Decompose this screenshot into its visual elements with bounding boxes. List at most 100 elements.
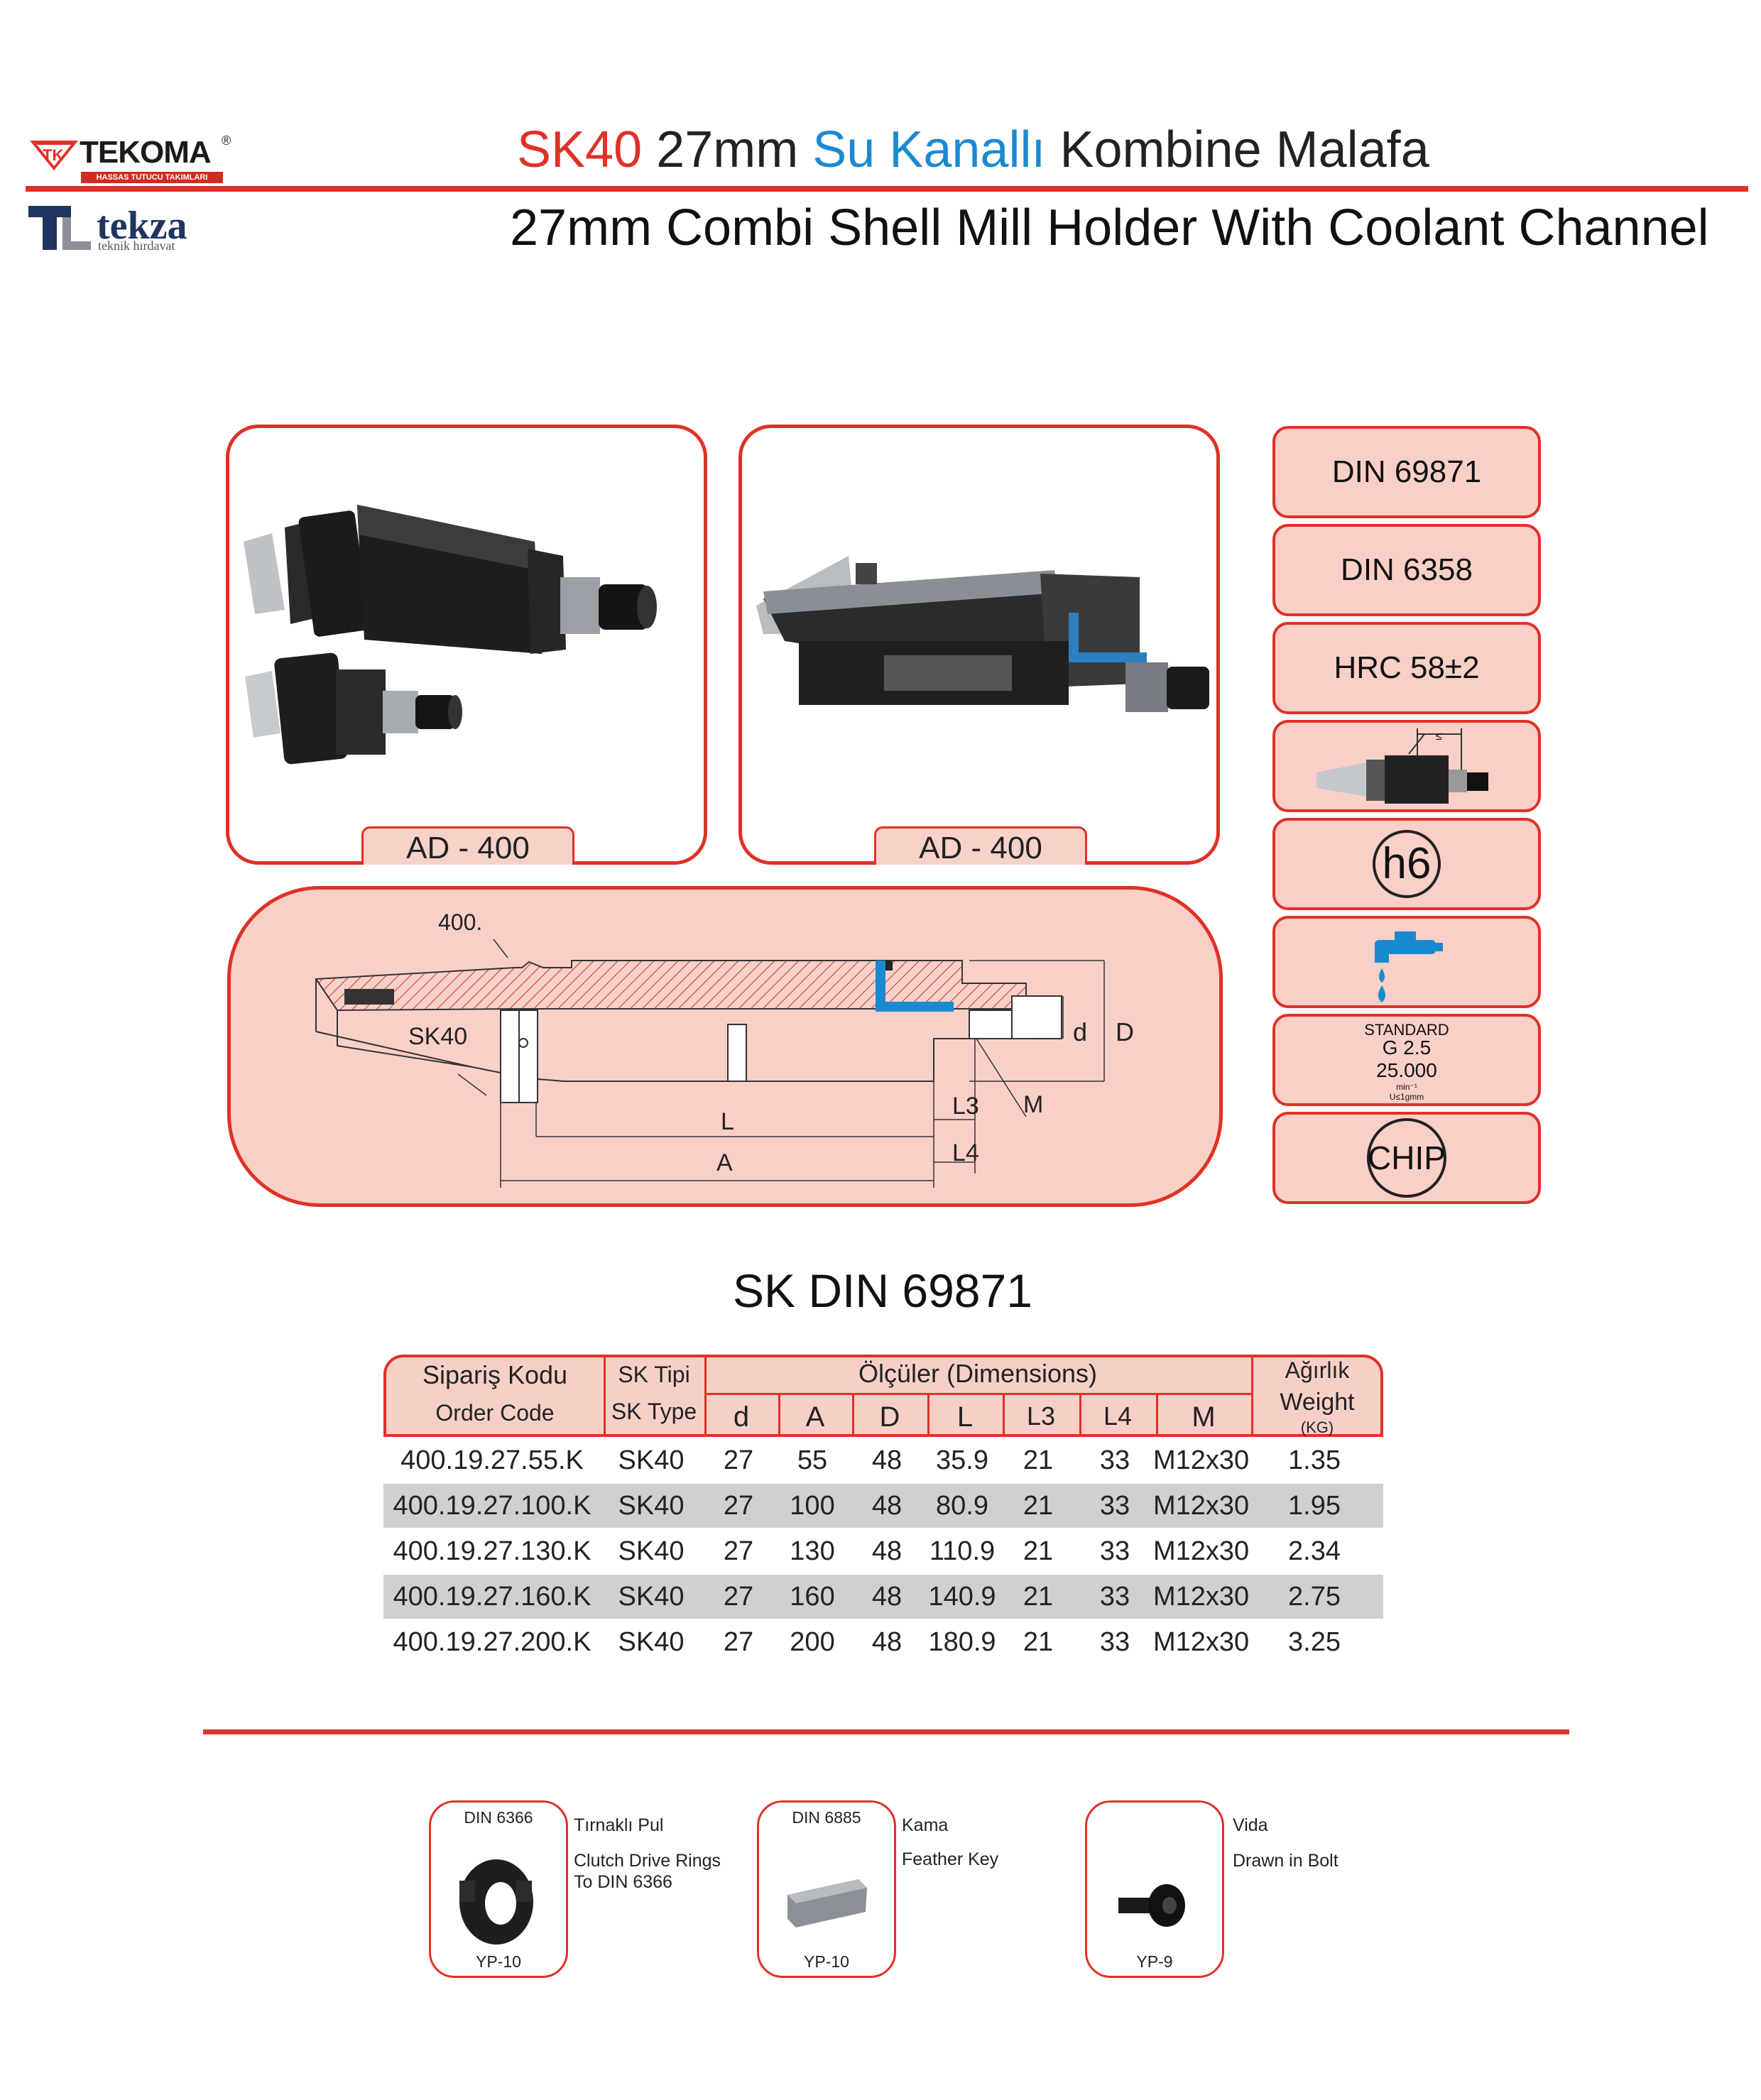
- cell-type: SK40: [618, 1445, 685, 1475]
- chip-circle-icon: [1367, 1118, 1446, 1198]
- title-turkish: SK40 27mm Su Kanallı Kombine Malafa: [517, 121, 1429, 179]
- cell-l4: 33: [1099, 1491, 1130, 1521]
- divider: [604, 1357, 606, 1437]
- tekoma-logo: TK TEKOMA ® HASSAS TUTUCU TAKIMLARI: [28, 133, 241, 183]
- title-kombine-malafa: Kombine Malafa: [1059, 121, 1429, 178]
- svg-text:TK: TK: [43, 146, 63, 164]
- header-weight-en: Weight: [1280, 1389, 1355, 1416]
- cell-kg: 1.95: [1288, 1491, 1341, 1521]
- photo-panel-right: AD - 400: [738, 425, 1220, 865]
- balance-ust: U≤1gmm: [1389, 1092, 1424, 1102]
- cell-code: 400.19.27.55.K: [400, 1445, 584, 1475]
- cell-l: 35.9: [936, 1445, 988, 1475]
- header-order-en: Order Code: [435, 1400, 555, 1426]
- drawing-label-M: M: [1023, 1091, 1044, 1118]
- tekza-mark-icon: [28, 206, 91, 250]
- header-weight-tr: Ağırlık: [1285, 1357, 1350, 1383]
- cell-code: 400.19.27.100.K: [393, 1491, 591, 1521]
- shell-mill-holder-photo: [244, 505, 657, 765]
- divider: [852, 1393, 854, 1437]
- cell-l3: 21: [1023, 1445, 1054, 1475]
- header-weight-unit: (KG): [1300, 1418, 1334, 1436]
- accessory-name-en-2: To DIN 6366: [574, 1872, 672, 1892]
- feather-key-icon: [787, 1879, 867, 1927]
- cell-m: M12x30: [1153, 1536, 1250, 1566]
- header-type-tr: SK Tipi: [618, 1362, 690, 1387]
- balance-standard: STANDARD: [1364, 1021, 1449, 1039]
- h6-circle-icon: [1373, 830, 1441, 898]
- cell-d: 27: [723, 1536, 754, 1566]
- cell-l3: 21: [1023, 1491, 1054, 1521]
- tekoma-subtitle: HASSAS TUTUCU TAKIMLARI: [81, 172, 223, 183]
- header-D: D: [879, 1401, 900, 1433]
- cell-l: 80.9: [936, 1491, 988, 1521]
- technical-drawing-panel: 400. SK40 L A L3 L4 M d D: [227, 886, 1223, 1207]
- accessory-card-clutch-ring: DIN 6366 YP-10: [429, 1800, 568, 1978]
- balance-rpm: 25.000: [1376, 1059, 1437, 1081]
- header-red-line: [26, 186, 1748, 192]
- divider: [778, 1393, 780, 1437]
- divider: [704, 1357, 707, 1437]
- accessory-name-en: Clutch Drive Rings: [574, 1851, 721, 1871]
- cell-a: 160: [790, 1582, 835, 1612]
- header-type-en: SK Type: [611, 1399, 697, 1424]
- drawing-label-A: A: [716, 1149, 733, 1176]
- accessory-name-tr: Vida: [1233, 1815, 1268, 1835]
- badge-hrc: HRC 58±2: [1272, 622, 1541, 714]
- registered-mark: ®: [222, 133, 231, 148]
- badge-chip: CHIP: [1272, 1112, 1541, 1204]
- cell-d: 27: [723, 1445, 754, 1475]
- cell-type: SK40: [618, 1627, 685, 1657]
- drawing-label-L4: L4: [952, 1139, 979, 1166]
- header-d: d: [733, 1401, 750, 1433]
- balance-grade: G 2.5: [1382, 1037, 1432, 1059]
- cell-d: 48: [871, 1445, 903, 1475]
- drawing-label-L: L: [721, 1108, 734, 1135]
- drawn-in-bolt-icon: [1118, 1884, 1185, 1927]
- table-bottom-red-line: [203, 1729, 1569, 1734]
- drawing-label-sk40: SK40: [408, 1023, 468, 1050]
- cell-d: 48: [871, 1491, 903, 1521]
- cell-m: M12x30: [1153, 1582, 1250, 1612]
- cell-d: 27: [723, 1491, 754, 1521]
- title-su-kanalli: Su Kanallı: [812, 121, 1046, 178]
- photo-label-left: AD - 400: [361, 826, 574, 865]
- accessory-yp: YP-10: [804, 1952, 849, 1971]
- badge-coolant: [1272, 916, 1541, 1008]
- cell-a: 130: [790, 1536, 835, 1566]
- cell-a: 200: [790, 1627, 835, 1657]
- cell-l3: 21: [1023, 1627, 1054, 1657]
- badge-balance: STANDARD G 2.5 25.000 min⁻¹ U≤1gmm: [1272, 1014, 1541, 1106]
- table-header: Sipariş Kodu Order Code SK Tipi SK Type …: [383, 1355, 1383, 1437]
- cell-m: M12x30: [1153, 1445, 1250, 1475]
- cell-d: 27: [723, 1627, 754, 1657]
- cell-l4: 33: [1099, 1582, 1130, 1612]
- cutaway-holder-photo: [756, 556, 1209, 712]
- badge-din-6358: DIN 6358: [1272, 524, 1541, 616]
- cell-kg: 1.35: [1288, 1445, 1341, 1475]
- divider: [1079, 1393, 1081, 1437]
- accessory-name-en: Drawn in Bolt: [1233, 1851, 1339, 1871]
- cell-l3: 21: [1023, 1582, 1054, 1612]
- title-27mm: 27mm: [656, 121, 799, 178]
- tekza-logo: tekza teknik hırdavat: [28, 204, 227, 256]
- tekoma-mark-icon: TK: [30, 141, 78, 170]
- badge-h6: h6: [1272, 818, 1541, 910]
- cell-type: SK40: [618, 1491, 685, 1521]
- divider: [927, 1393, 929, 1437]
- tekza-subtitle: teknik hırdavat: [98, 239, 175, 253]
- cell-code: 400.19.27.160.K: [393, 1582, 591, 1612]
- runout-holder-icon: ≤: [1316, 728, 1488, 804]
- cell-l3: 21: [1023, 1536, 1054, 1566]
- header-M: M: [1192, 1401, 1216, 1433]
- cell-d: 48: [871, 1627, 903, 1657]
- header-dimensions: Ölçüler (Dimensions): [858, 1359, 1098, 1388]
- cell-m: M12x30: [1153, 1491, 1250, 1521]
- cell-a: 55: [797, 1445, 828, 1475]
- drawing-label-d: d: [1073, 1017, 1088, 1046]
- cell-kg: 3.25: [1288, 1627, 1341, 1657]
- tekoma-brand: TEKOMA: [80, 135, 212, 170]
- table-title: SK DIN 69871: [733, 1264, 1032, 1317]
